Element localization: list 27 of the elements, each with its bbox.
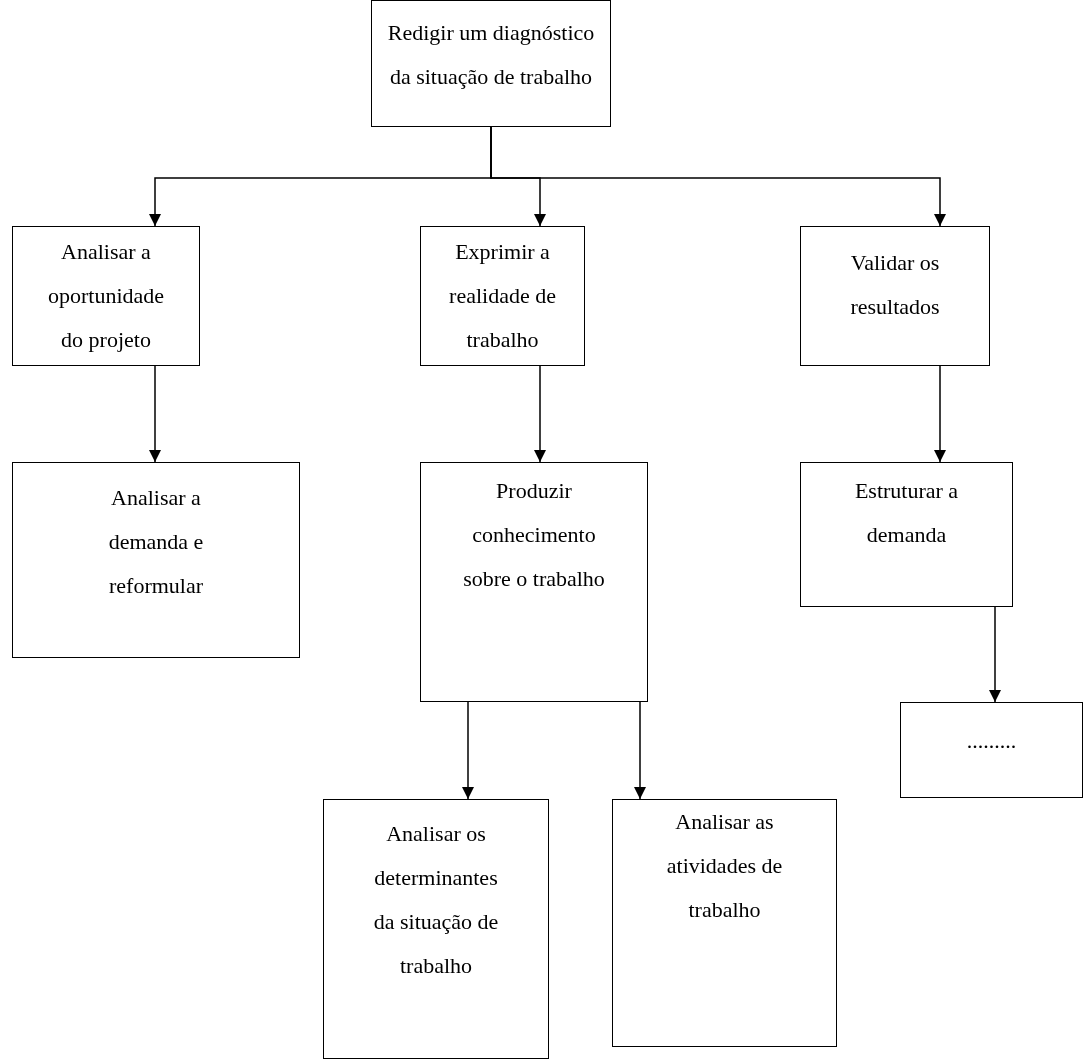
process-box [323,799,549,1059]
arrow [149,365,161,463]
arrow [634,701,646,800]
box-text: Analisar as atividades de trabalho [665,808,784,924]
process-box [12,226,200,366]
box-text: Analisar a oportunidade do projeto [46,238,166,354]
box-text: Validar os resultados [849,249,941,321]
box-text: Redigir um diagnóstico da situação de trabalho [386,19,596,91]
process-box [12,462,300,658]
arrow [934,365,946,463]
box-text: Analisar os determinantes da situação de trabalho [372,820,500,980]
process-box [371,0,611,127]
box-text: Exprimir a realidade de trabalho [448,238,557,354]
process-box [420,226,585,366]
box-text: ......... [965,727,1018,755]
process-box [420,462,648,702]
arrow [989,606,1001,703]
arrow [462,701,474,800]
arrow [534,365,546,463]
box-text: Produzir conhecimento sobre o trabalho [462,477,606,593]
box-text: Estruturar a demanda [853,477,960,549]
process-box [800,462,1013,607]
arrow [490,126,946,227]
process-box [800,226,990,366]
process-box [900,702,1083,798]
box-text: Analisar a demanda e reformular [107,484,205,600]
process-box [612,799,837,1047]
